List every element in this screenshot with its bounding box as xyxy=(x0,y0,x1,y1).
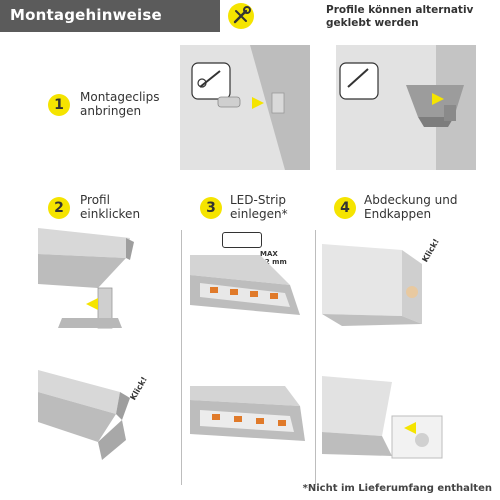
step-4-line2: Endkappen xyxy=(364,207,432,221)
step-2-line1: Profil xyxy=(80,193,110,207)
column-divider-2 xyxy=(315,230,316,485)
alternative-note-line2: geklebt werden xyxy=(326,17,419,29)
step-4-number: 4 xyxy=(334,197,356,219)
step-2-profile-clicked xyxy=(38,370,130,460)
step-3-led-strip xyxy=(190,386,305,441)
title-bar xyxy=(0,0,220,32)
step-3-label: LED-Strip einlegen* xyxy=(230,193,288,221)
alternative-note: Profile können alternativ geklebt werden xyxy=(326,4,473,30)
led-size-note: MAX 12 mm xyxy=(260,250,287,266)
step-1-number: 1 xyxy=(48,94,70,116)
step-4-line1: Abdeckung und xyxy=(364,193,458,207)
alternative-illustration xyxy=(336,45,476,170)
column-divider-1 xyxy=(181,230,182,485)
alternative-note-line1: Profile können alternativ xyxy=(326,4,474,16)
led-size-max: MAX xyxy=(260,250,278,258)
step-4-label: Abdeckung und Endkappen xyxy=(364,193,457,221)
led-chip-icon xyxy=(222,232,262,248)
tools-icon xyxy=(228,3,254,29)
led-size-value: 12 mm xyxy=(260,258,287,266)
step-2-profile-click-in xyxy=(38,228,134,329)
step-3-number: 3 xyxy=(200,197,222,219)
step-2-label: Profil einklicken xyxy=(80,193,140,221)
step-3-line2: einlegen* xyxy=(230,207,288,221)
step-2-number: 2 xyxy=(48,197,70,219)
step-1-label: Montageclips anbringen xyxy=(80,90,160,118)
step-2-line2: einklicken xyxy=(80,207,141,221)
step-1-illustration xyxy=(180,45,310,170)
step-4-endcap xyxy=(322,376,443,459)
page-title: Montagehinweise xyxy=(10,6,162,24)
step-1-line1: Montageclips xyxy=(80,90,160,104)
step-1-line2: anbringen xyxy=(80,104,142,118)
footnote: *Nicht im Lieferumfang enthalten xyxy=(302,483,492,494)
step-4-cover xyxy=(322,244,422,326)
step-3-led-in-profile xyxy=(190,255,300,315)
step-3-line1: LED-Strip xyxy=(230,193,287,207)
wrench-screwdriver-icon xyxy=(233,6,251,24)
